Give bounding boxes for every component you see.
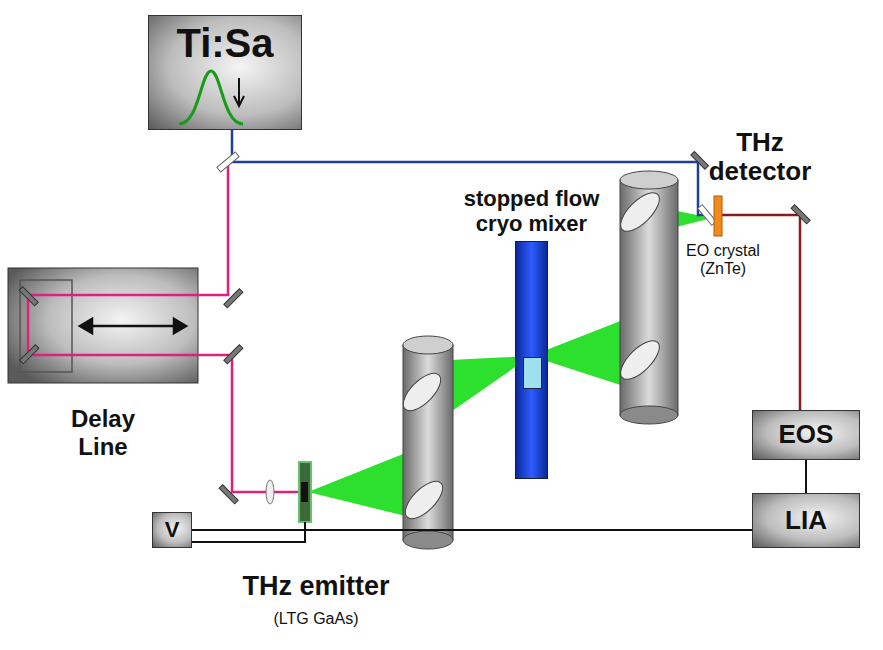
node-label: Ti:Sa xyxy=(149,16,301,66)
delay-line: Delay Line xyxy=(8,268,198,383)
node-label: stopped flow cryo mixer xyxy=(444,186,619,237)
mixer-bar xyxy=(515,241,548,479)
node-label: Delay Line xyxy=(48,405,158,460)
emitter-label: THz emitter xyxy=(196,572,436,602)
voltage-source: V xyxy=(152,512,192,548)
signal-wire xyxy=(806,460,807,493)
node-label: V xyxy=(165,517,180,542)
lia-box: LIA xyxy=(752,493,860,548)
detector-label: THz detector xyxy=(690,128,830,185)
eos-box: EOS xyxy=(752,410,860,460)
sample-cell xyxy=(523,357,542,389)
node-label: LIA xyxy=(785,506,827,536)
signal-wire xyxy=(192,530,752,531)
node-label: EOS xyxy=(779,420,834,450)
cryo-mixer: stopped flow cryo mixer xyxy=(444,186,619,479)
laser-box: Ti:Sa xyxy=(148,15,302,130)
emitter-material: (LTG GaAs) xyxy=(196,610,436,628)
crystal-label: EO crystal (ZnTe) xyxy=(668,242,778,277)
